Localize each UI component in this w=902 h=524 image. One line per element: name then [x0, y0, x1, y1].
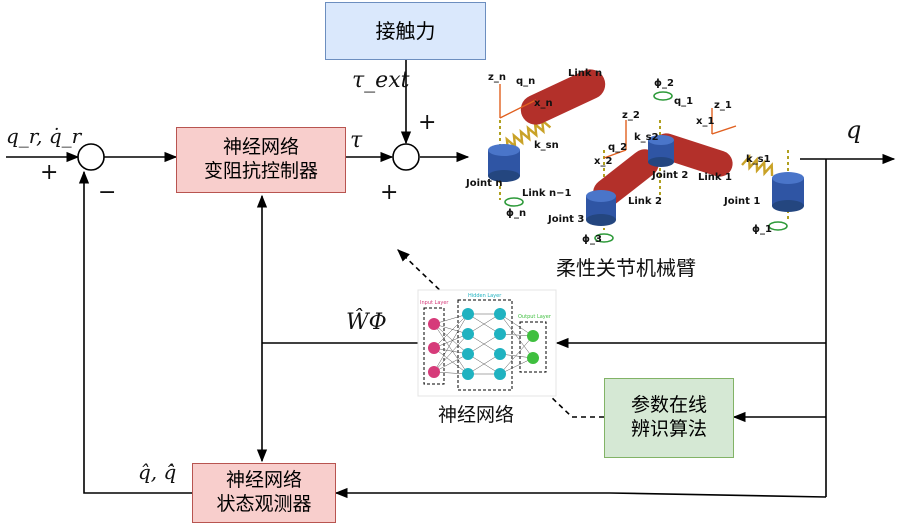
w-phi-label: ŴΦ: [346, 310, 387, 335]
controller-label-line2: 变阻抗控制器: [204, 160, 318, 184]
label-joint-1: Joint 1: [723, 196, 760, 207]
controller-label-line1: 神经网络: [223, 136, 299, 160]
joint-3-body: [586, 190, 616, 226]
label-z-2: z_2: [622, 110, 640, 121]
observer-label-line2: 状态观测器: [216, 493, 311, 517]
sum1-minus-sign: −: [98, 180, 116, 205]
label-link-2: Link 2: [628, 196, 662, 207]
identification-box: 参数在线 辨识算法: [604, 378, 734, 458]
observer-label-line1: 神经网络: [226, 469, 302, 493]
label-k-s2: k_s2: [634, 132, 659, 143]
label-phi-n: ϕ_n: [506, 208, 526, 219]
label-z-n: z_n: [488, 72, 506, 83]
estimate-label: q̂, q̂̇: [138, 460, 176, 484]
label-z-1: z_1: [714, 100, 732, 111]
sum2-bottom-plus-sign: +: [380, 180, 398, 205]
label-q-n: q_n: [516, 76, 535, 87]
label-link-n-1: Link n−1: [522, 188, 572, 199]
label-joint-2: Joint 2: [651, 170, 688, 181]
nn-input-layer-label: Input Layer: [420, 300, 449, 306]
reference-signal-label: q_r, q̇_r: [6, 124, 81, 148]
label-x-n: x_n: [534, 98, 553, 109]
contact-force-label: 接触力: [376, 19, 436, 44]
label-link-1: Link 1: [698, 172, 732, 183]
identification-label-line2: 辨识算法: [631, 418, 707, 442]
label-q-2: q_2: [608, 142, 627, 153]
sum-junction-1: [78, 144, 104, 170]
label-q-1: q_1: [674, 96, 693, 107]
sum-junction-2: [393, 144, 419, 170]
joint-n-body: [488, 144, 520, 182]
label-joint-3: Joint 3: [547, 214, 584, 225]
neural-network-thumbnail: Input Layer Hidden Layer Output Layer: [418, 290, 556, 396]
nn-hidden-layer-label: Hidden Layer: [468, 293, 502, 299]
sum1-plus-sign: +: [40, 160, 58, 185]
tau-ext-label: τ_ext: [352, 68, 409, 93]
sum2-top-plus-sign: +: [418, 110, 436, 135]
label-k-s1: k_s1: [746, 154, 771, 165]
identification-label-line1: 参数在线: [631, 394, 707, 418]
nn-caption: 神经网络: [438, 400, 514, 427]
contact-force-box: 接触力: [325, 2, 486, 60]
signal-wires: [6, 60, 894, 497]
label-phi-2: ϕ_2: [654, 78, 674, 89]
label-phi-3: ϕ_3: [582, 234, 602, 245]
estimate-feedback-wire: [84, 172, 192, 493]
robot-caption: 柔性关节机械臂: [556, 252, 696, 281]
joint-1-body: [772, 172, 804, 212]
label-phi-1: ϕ_1: [752, 224, 772, 235]
label-x-1: x_1: [696, 116, 714, 127]
controller-box: 神经网络 变阻抗控制器: [176, 127, 346, 193]
label-k-sn: k_sn: [534, 140, 559, 151]
label-link-n: Link n: [568, 68, 602, 79]
label-joint-n: Joint n: [465, 178, 503, 189]
label-x-2: x_2: [594, 156, 612, 167]
observer-box: 神经网络 状态观测器: [192, 463, 336, 523]
output-q-label: q: [846, 116, 861, 144]
nn-output-layer-label: Output Layer: [518, 314, 552, 320]
tau-label: τ: [350, 128, 362, 153]
q-to-observer-wire: [336, 493, 826, 497]
flexible-joint-robot-illustration: Link n Link n−1 Link 2 Link 1 Joint n Jo…: [465, 64, 804, 245]
